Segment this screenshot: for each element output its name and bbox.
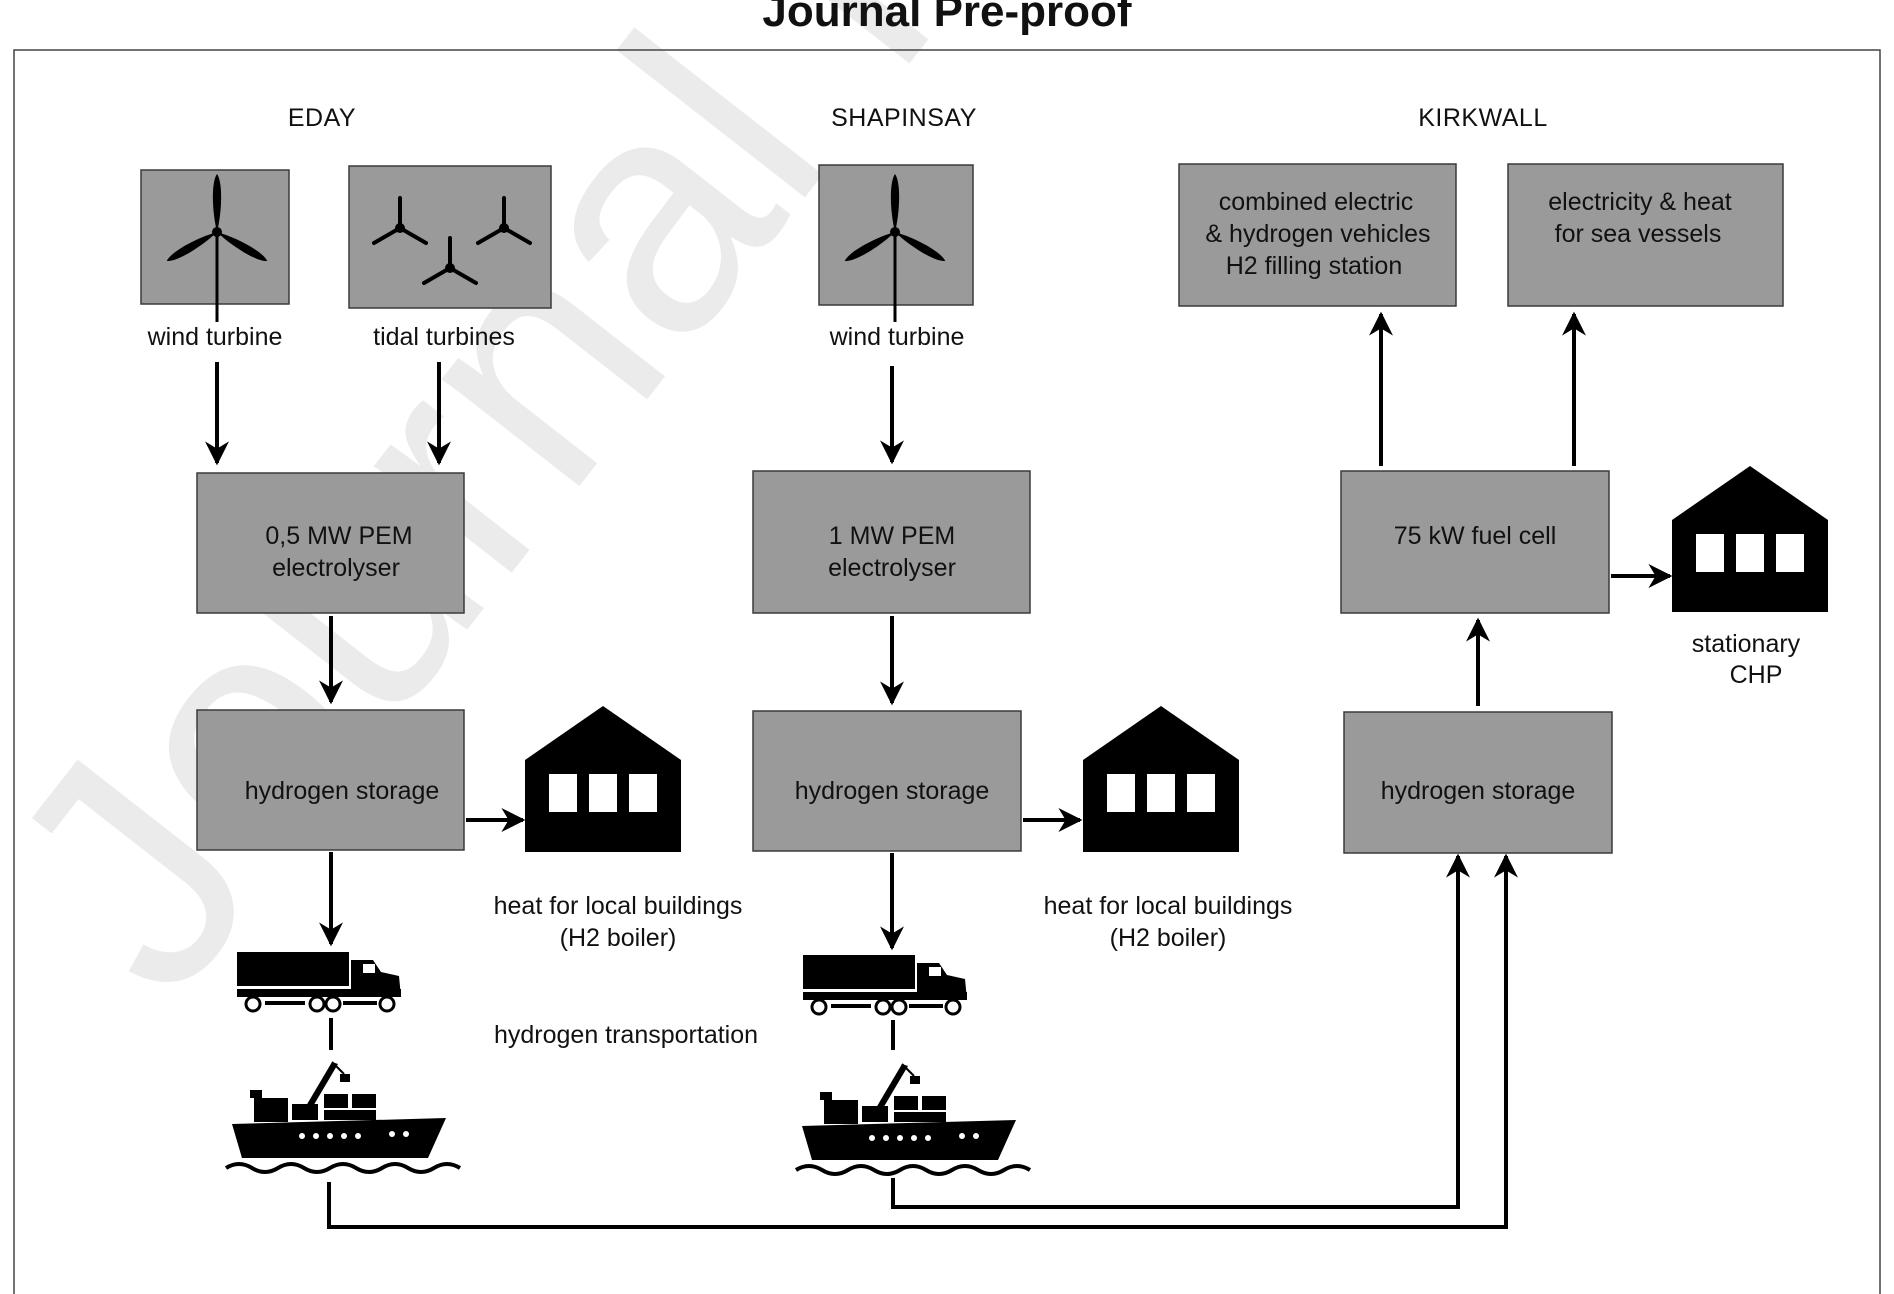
shapinsay-heat-label-line1: heat for local buildings xyxy=(1044,892,1293,920)
sea-vessels-line2: for sea vessels xyxy=(1555,220,1722,248)
truck-icon xyxy=(801,953,969,1016)
title-fragment: Journal Pre-proof xyxy=(762,0,1131,36)
eday-storage-box: hydrogen storage xyxy=(196,709,465,851)
ship-icon xyxy=(224,1060,462,1174)
kirkwall-fuel-cell-box: 75 kW fuel cell xyxy=(1340,470,1610,614)
kirkwall-sea-vessels-box: electricity & heat for sea vessels xyxy=(1507,163,1784,307)
filling-station-line3: H2 filling station xyxy=(1226,252,1402,280)
chp-label-line1: stationary xyxy=(1692,630,1801,658)
fuel-cell-label: 75 kW fuel cell xyxy=(1394,522,1557,550)
filling-station-line2: & hydrogen vehicles xyxy=(1205,220,1430,248)
diagram-frame xyxy=(13,49,1881,1294)
ship-icon xyxy=(794,1062,1032,1176)
building-icon xyxy=(1672,466,1828,612)
header-shapinsay: SHAPINSAY xyxy=(831,104,977,132)
header-kirkwall: KIRKWALL xyxy=(1418,104,1548,132)
eday-heat-label-line1: heat for local buildings xyxy=(494,892,743,920)
shapinsay-electrolyser-line2: electrolyser xyxy=(828,554,956,582)
shapinsay-wind-turbine-label: wind turbine xyxy=(829,323,965,351)
eday-electrolyser-line2: electrolyser xyxy=(272,554,400,582)
shapinsay-ship-to-kirkwall-line xyxy=(891,853,1470,1209)
shapinsay-electrolyser-box: 1 MW PEM electrolyser xyxy=(752,470,1031,614)
building-icon xyxy=(525,706,681,852)
filling-station-line1: combined electric xyxy=(1219,188,1414,216)
building-icon xyxy=(1083,706,1239,852)
eday-wind-turbine-label: wind turbine xyxy=(147,323,283,351)
eday-electrolyser-box: 0,5 MW PEM electrolyser xyxy=(196,472,465,614)
kirkwall-filling-station-box: combined electric & hydrogen vehicles H2… xyxy=(1178,163,1457,307)
shapinsay-electrolyser-line1: 1 MW PEM xyxy=(829,522,955,550)
eday-heat-label-line2: (H2 boiler) xyxy=(560,924,677,952)
chp-label-line2: CHP xyxy=(1730,661,1783,689)
eday-electrolyser-line1: 0,5 MW PEM xyxy=(265,522,412,550)
shapinsay-storage-label: hydrogen storage xyxy=(795,777,990,805)
shapinsay-storage-box: hydrogen storage xyxy=(752,710,1022,852)
eday-tidal-turbines-label: tidal turbines xyxy=(373,323,515,351)
eday-storage-label: hydrogen storage xyxy=(245,777,440,805)
eday-ship-to-kirkwall-line xyxy=(327,853,1518,1229)
eday-tidal-turbines-box xyxy=(348,165,552,309)
header-eday: EDAY xyxy=(288,104,356,132)
shapinsay-heat-label-line2: (H2 boiler) xyxy=(1110,924,1227,952)
shapinsay-wind-turbine-box xyxy=(818,164,974,322)
eday-wind-turbine-box xyxy=(140,169,290,322)
kirkwall-storage-label: hydrogen storage xyxy=(1381,777,1576,805)
transport-label: hydrogen transportation xyxy=(494,1021,758,1049)
sea-vessels-line1: electricity & heat xyxy=(1548,188,1731,216)
kirkwall-storage-box: hydrogen storage xyxy=(1343,711,1613,854)
